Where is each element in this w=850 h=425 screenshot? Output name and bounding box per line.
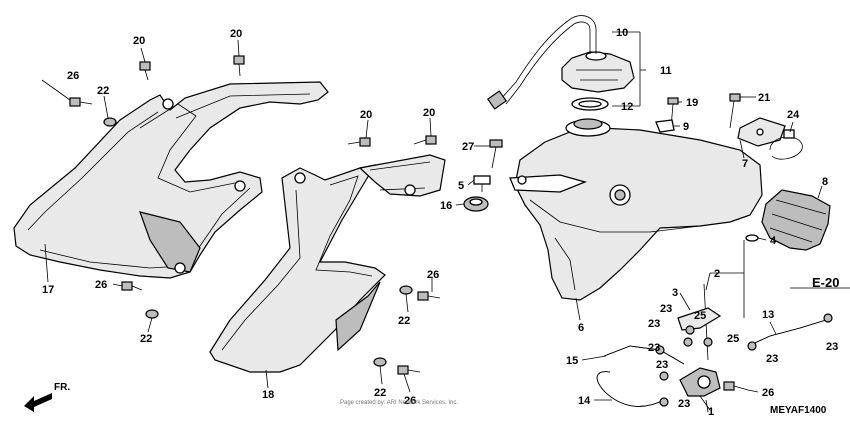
callout-26d: 26 <box>404 395 416 407</box>
callout-19: 19 <box>686 97 698 109</box>
fuel-cap-11 <box>561 51 635 93</box>
reference-label: E-20 <box>812 275 839 290</box>
callout-12: 12 <box>621 101 633 113</box>
callout-13: 13 <box>762 309 774 321</box>
callout-6: 6 <box>578 322 584 334</box>
callout-26e: 26 <box>762 387 774 399</box>
callout-23d: 23 <box>656 359 668 371</box>
callout-2: 2 <box>714 268 720 280</box>
callout-7: 7 <box>742 158 748 170</box>
strainer-3 <box>677 307 722 331</box>
callout-25b: 25 <box>727 333 739 345</box>
callout-26b: 26 <box>95 279 107 291</box>
fuel-tube-15 <box>603 345 685 365</box>
bolt-21 <box>729 93 741 129</box>
fuel-tube-13 <box>747 319 827 347</box>
callout-15: 15 <box>566 355 578 367</box>
callout-23f: 23 <box>766 353 778 365</box>
callout-22d: 22 <box>374 387 386 399</box>
callout-labels: 1 2 3 4 5 6 7 8 9 10 11 12 13 14 15 16 1… <box>42 27 838 418</box>
callout-26c: 26 <box>427 269 439 281</box>
band-24 <box>769 129 803 160</box>
gasket-12 <box>571 97 609 111</box>
bracket-7 <box>737 117 786 147</box>
callout-22a: 22 <box>97 85 109 97</box>
heat-guard-8 <box>761 189 831 251</box>
callout-14: 14 <box>578 395 591 407</box>
copyright-watermark: Page created by: ARI Network Services, I… <box>340 400 458 406</box>
callout-21: 21 <box>758 92 770 104</box>
breather-tube-10 <box>486 15 597 110</box>
callout-26a: 26 <box>67 70 79 82</box>
callout-24: 24 <box>787 109 800 121</box>
callout-22c: 22 <box>398 315 410 327</box>
callout-23b: 23 <box>648 318 660 330</box>
left-shroud-17 <box>13 81 329 279</box>
callout-20a: 20 <box>133 35 145 47</box>
callout-23c: 23 <box>648 342 660 354</box>
callout-17: 17 <box>42 284 54 296</box>
callout-23e: 23 <box>678 398 690 410</box>
callout-23g: 23 <box>826 341 838 353</box>
callout-27: 27 <box>462 141 474 153</box>
fuel-valve-1 <box>679 367 721 411</box>
hose-clips <box>655 313 833 407</box>
callout-5: 5 <box>458 180 464 192</box>
diagram-code: MEYAF1400 <box>770 405 827 416</box>
rubber-cushion-4 <box>745 234 759 242</box>
callout-1: 1 <box>708 406 714 418</box>
callout-25a: 25 <box>694 310 706 322</box>
callout-20b: 20 <box>230 28 242 40</box>
right-shroud-18 <box>209 154 446 373</box>
callout-18: 18 <box>262 389 274 401</box>
callout-16: 16 <box>440 200 452 212</box>
callout-22b: 22 <box>140 333 152 345</box>
callout-4: 4 <box>770 235 777 247</box>
callout-9: 9 <box>683 121 689 133</box>
callout-3: 3 <box>672 287 678 299</box>
callout-20d: 20 <box>423 107 435 119</box>
callout-23a: 23 <box>660 303 672 315</box>
front-direction-arrow: FR. <box>24 382 70 412</box>
collar-5 <box>473 175 491 192</box>
front-label: FR. <box>54 382 70 393</box>
grommet-16 <box>463 196 489 212</box>
fuel-tube-14 <box>596 371 665 407</box>
collar-9 <box>655 119 675 133</box>
callout-11: 11 <box>660 65 672 77</box>
leader-lines <box>41 31 850 413</box>
callout-10: 10 <box>616 27 628 39</box>
callout-20c: 20 <box>360 109 372 121</box>
callout-8: 8 <box>822 176 828 188</box>
fuel-tank-6 <box>509 118 763 301</box>
bolt-27 <box>489 139 503 169</box>
